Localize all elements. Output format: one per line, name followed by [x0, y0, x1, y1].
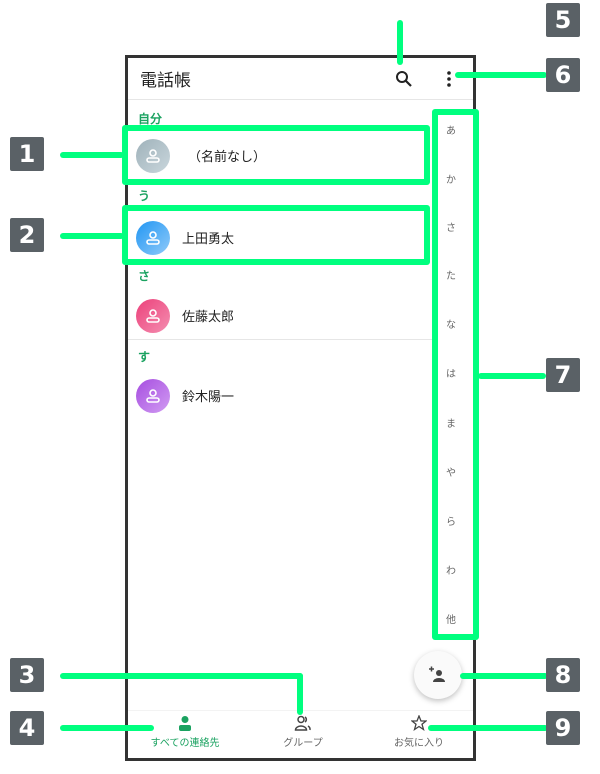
contact-name: （名前なし）: [188, 150, 267, 165]
phone-screen: 電話帳 自分 （名前なし） う 上田勇太 さ 佐藤太郎 す 鈴木陽一 あ か さ…: [125, 55, 476, 761]
page-title: 電話帳: [140, 71, 191, 91]
index-letter[interactable]: た: [446, 271, 456, 282]
contact-name: 鈴木陽一: [182, 390, 235, 405]
callout-line-9: [428, 725, 548, 731]
callout-badge-4: 4: [10, 711, 44, 745]
person-icon: [179, 716, 191, 731]
callout-line-5: [397, 20, 403, 65]
index-letter[interactable]: か: [446, 175, 456, 186]
contact-row[interactable]: 佐藤太郎: [128, 293, 428, 337]
index-letter[interactable]: 他: [446, 615, 456, 626]
callout-line-3: [60, 673, 303, 679]
callout-badge-2: 2: [10, 218, 44, 252]
section-header: す: [138, 350, 151, 364]
callout-line-8: [460, 673, 548, 679]
index-letter[interactable]: な: [446, 320, 456, 331]
index-letter[interactable]: あ: [446, 126, 456, 137]
callout-badge-8: 8: [546, 658, 580, 692]
contact-name: 佐藤太郎: [182, 310, 235, 325]
callout-box-1: [122, 125, 430, 185]
callout-line-1: [60, 152, 124, 158]
callout-badge-5: 5: [546, 3, 580, 37]
callout-badge-6: 6: [546, 58, 580, 92]
avatar: [136, 139, 170, 173]
nav-label: お気に入り: [394, 738, 444, 749]
group-icon: [294, 715, 311, 731]
nav-favorites[interactable]: お気に入り: [364, 715, 474, 749]
contact-name: 上田勇太: [182, 232, 235, 247]
person-icon: [146, 309, 160, 323]
search-icon[interactable]: [395, 70, 413, 88]
bottom-nav: すべての連絡先 グループ お気に入り: [128, 710, 473, 758]
callout-line-2: [60, 233, 124, 239]
avatar: [136, 299, 170, 333]
callout-line-6: [455, 72, 547, 78]
avatar: [136, 379, 170, 413]
contact-row-self[interactable]: （名前なし）: [128, 133, 428, 177]
star-icon: [411, 715, 427, 731]
contact-row[interactable]: 鈴木陽一: [128, 373, 428, 417]
divider: [128, 339, 433, 340]
index-letter[interactable]: や: [446, 468, 456, 479]
callout-line-4: [60, 725, 154, 731]
add-contact-button[interactable]: [414, 651, 462, 699]
index-letter[interactable]: は: [446, 369, 456, 380]
section-header: さ: [138, 269, 151, 283]
nav-groups[interactable]: グループ: [248, 715, 358, 749]
person-icon: [146, 149, 160, 163]
callout-box-2: [122, 205, 430, 265]
more-vert-icon[interactable]: [446, 70, 452, 88]
callout-badge-7: 7: [546, 358, 580, 392]
index-letter[interactable]: ま: [446, 419, 456, 430]
person-icon: [146, 231, 160, 245]
nav-label: すべての連絡先: [150, 738, 220, 749]
index-letter[interactable]: わ: [446, 566, 456, 577]
person-icon: [146, 389, 160, 403]
section-header: 自分: [138, 112, 163, 126]
avatar: [136, 221, 170, 255]
add-contact-icon: [429, 666, 445, 682]
nav-all-contacts[interactable]: すべての連絡先: [130, 715, 240, 749]
section-header: う: [138, 189, 151, 203]
nav-label: グループ: [283, 738, 323, 749]
callout-line-3v: [297, 673, 303, 715]
callout-badge-3: 3: [10, 658, 44, 692]
app-bar: 電話帳: [128, 58, 473, 100]
callout-badge-9: 9: [546, 711, 580, 745]
contact-row[interactable]: 上田勇太: [128, 215, 428, 259]
callout-box-7: [432, 109, 479, 640]
index-letter[interactable]: ら: [446, 517, 456, 528]
callout-line-7: [478, 373, 546, 379]
callout-badge-1: 1: [10, 137, 44, 171]
index-letter[interactable]: さ: [446, 223, 456, 234]
